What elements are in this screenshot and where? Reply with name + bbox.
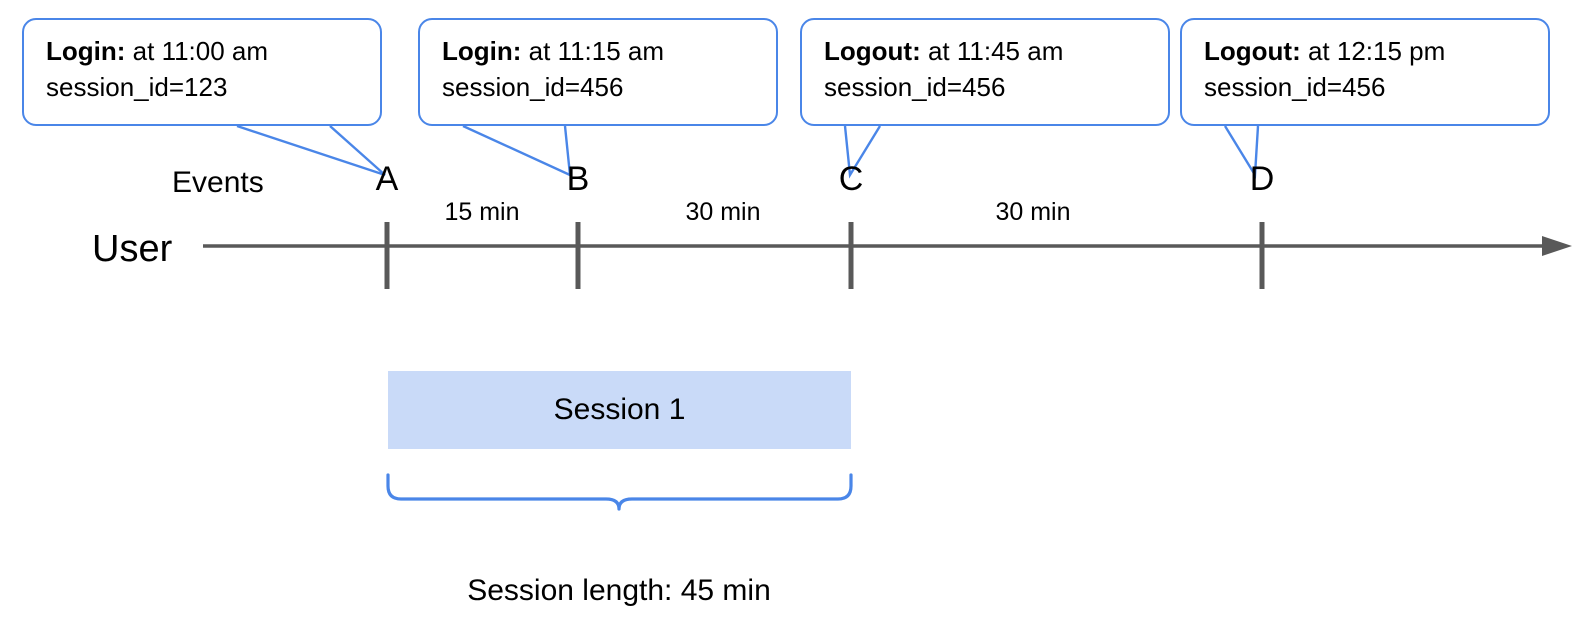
callout-a: Login: at 11:00 am session_id=123 xyxy=(22,18,382,126)
gap-label-bc: 30 min xyxy=(685,198,761,226)
callout-a-session: session_id=123 xyxy=(46,71,228,102)
callout-b-session: session_id=456 xyxy=(442,71,624,102)
callout-b-event: Login: xyxy=(442,36,522,66)
session-length-label: Session length: 45 min xyxy=(467,574,771,607)
callout-d-session: session_id=456 xyxy=(1204,71,1386,102)
tick-label-a: A xyxy=(375,160,399,198)
timeline-arrowhead xyxy=(1542,236,1572,256)
callout-a-line1: Login: at 11:00 am xyxy=(46,34,362,70)
callout-d-line1: Logout: at 12:15 pm xyxy=(1204,34,1530,70)
session-bar-label: Session 1 xyxy=(553,393,686,426)
callout-b-line1: Login: at 11:15 am xyxy=(442,34,758,70)
callout-a-time: at 11:00 am xyxy=(132,36,269,66)
callout-d-time: at 12:15 pm xyxy=(1307,36,1446,66)
tick-label-b: B xyxy=(566,160,590,198)
callout-c-line1: Logout: at 11:45 am xyxy=(824,34,1150,70)
callout-a-event: Login: xyxy=(46,36,126,66)
callout-c-time: at 11:45 am xyxy=(927,36,1064,66)
callout-tail-b xyxy=(462,124,572,177)
gap-label-cd: 30 min xyxy=(995,198,1071,226)
gap-label-ab: 15 min xyxy=(444,198,520,226)
user-label: User xyxy=(92,228,173,270)
tick-label-c: C xyxy=(838,160,864,198)
callout-c-session: session_id=456 xyxy=(824,71,1006,102)
callout-c-event: Logout: xyxy=(824,36,921,66)
callout-b-time: at 11:15 am xyxy=(528,36,665,66)
callout-b: Login: at 11:15 am session_id=456 xyxy=(418,18,778,126)
callout-d: Logout: at 12:15 pm session_id=456 xyxy=(1180,18,1550,126)
tick-label-d: D xyxy=(1249,160,1275,198)
session-brace xyxy=(386,473,853,511)
session-bar: Session 1 xyxy=(388,371,851,449)
callout-c: Logout: at 11:45 am session_id=456 xyxy=(800,18,1170,126)
callout-d-event: Logout: xyxy=(1204,36,1301,66)
events-label: Events xyxy=(172,166,264,199)
